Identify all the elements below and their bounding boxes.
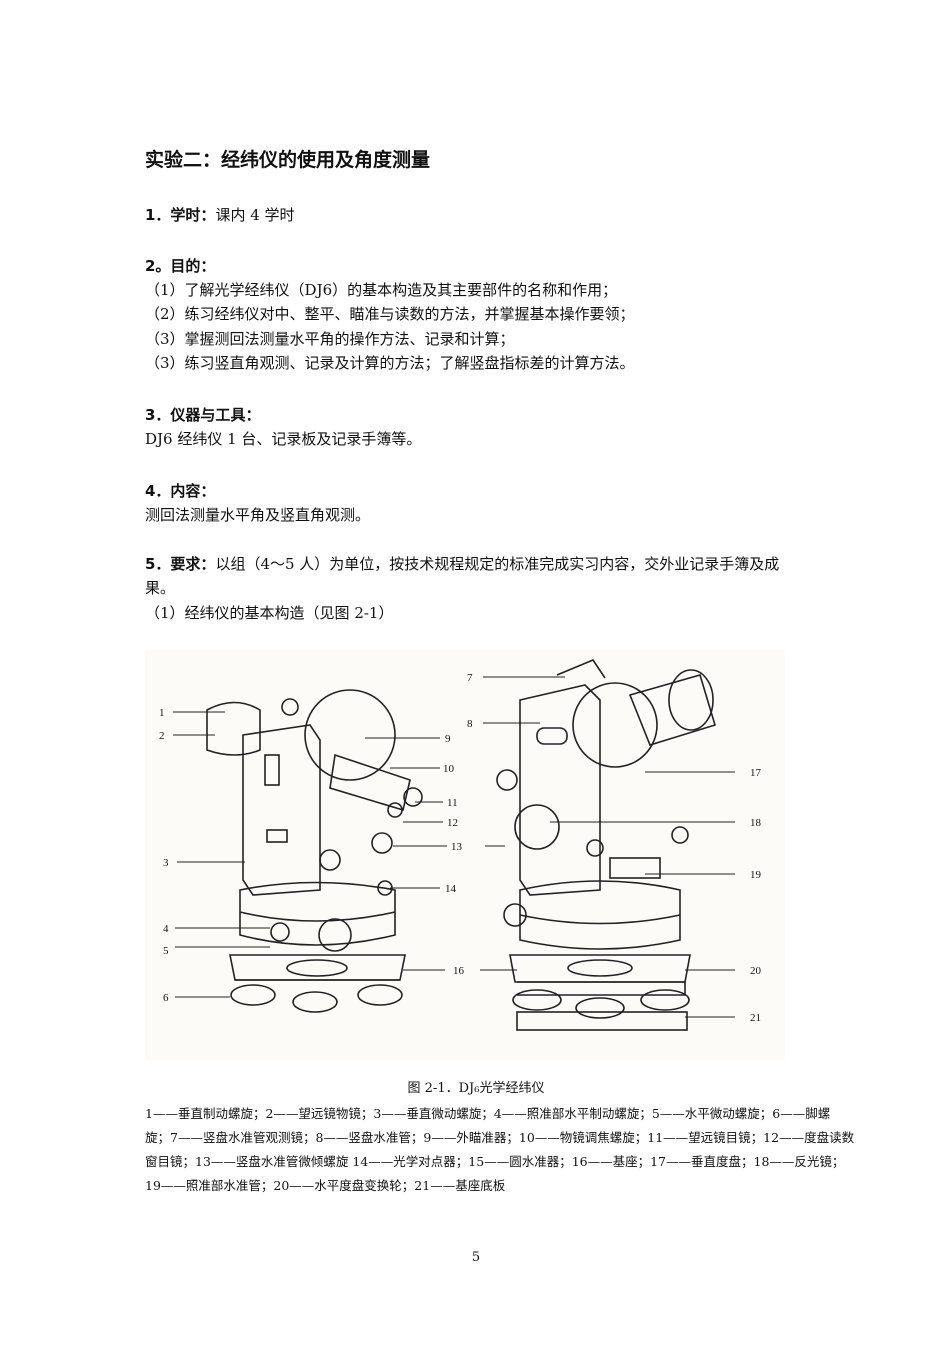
section-5-body-2: 果。 [145,579,176,597]
section-4-head: 4．内容： [145,482,216,500]
section-5: 5．要求：以组（4～5 人）为单位，按技术规程规定的标准完成实习内容，交外业记录… [145,552,779,576]
figure-caption: 图 2-1．DJ₆光学经纬仪 [407,1081,545,1096]
fig-label-2: 2 [159,730,165,742]
section-3-head: 3．仪器与工具： [145,406,261,424]
section-5-body-1: 以组（4～5 人）为单位，按技术规程规定的标准完成实习内容，交外业记录手簿及成 [215,555,780,573]
fig-label-21: 21 [750,1012,761,1024]
section-1-head: 1．学时： [145,206,216,224]
section-5-body-3: （1）经纬仪的基本构造（见图 2-1） [145,604,394,622]
section-4-body: 测回法测量水平角及竖直角观测。 [145,506,371,524]
fig-label-12: 12 [447,817,458,829]
fig-label-14: 14 [445,883,457,895]
section-3-body: DJ6 经纬仪 1 台、记录板及记录手簿等。 [145,430,422,448]
fig-label-9: 9 [445,733,451,745]
figure-legend: 1——垂直制动螺旋；2——望远镜物镜；3——垂直微动螺旋；4——照准部水平制动螺… [145,1106,855,1193]
fig-label-17: 17 [750,767,762,779]
fig-label-18: 18 [750,817,762,829]
fig-label-4: 4 [163,923,169,935]
fig-label-1: 1 [159,707,165,719]
theodolite-figure: 1 2 3 4 5 6 9 10 11 12 13 14 16 7 8 17 1… [145,650,785,1060]
fig-label-19: 19 [750,869,762,881]
fig-label-5: 5 [163,945,169,957]
purpose-item-1: （1）了解光学经纬仪（DJ6）的基本构造及其主要部件的名称和作用； [145,281,618,299]
fig-label-3: 3 [163,857,169,869]
fig-label-13: 13 [451,841,463,853]
section-1: 1．学时：课内 4 学时 [145,203,295,227]
fig-label-11: 11 [447,797,458,809]
purpose-item-3: （3）掌握测回法测量水平角的操作方法、记录和计算； [145,330,515,348]
fig-label-10: 10 [443,763,455,775]
fig-label-6: 6 [163,992,169,1004]
purpose-item-2: （2）练习经纬仪对中、整平、瞄准与读数的方法，并掌握基本操作要领； [145,305,635,323]
page-title: 实验二：经纬仪的使用及角度测量 [145,149,431,171]
left-theodolite-illustration [206,689,423,1013]
page-number: 5 [471,1250,481,1265]
theodolite-drawing: 1 2 3 4 5 6 9 10 11 12 13 14 16 7 8 17 1… [145,650,785,1060]
fig-label-7: 7 [467,672,473,684]
section-5-head: 5．要求： [145,555,216,573]
purpose-item-4: （3）练习竖直角观测、记录及计算的方法；了解竖盘指标差的计算方法。 [145,354,635,372]
right-theodolite-illustration [496,659,716,1031]
section-2-head: 2。目的： [145,257,216,275]
fig-label-8: 8 [467,718,473,730]
fig-label-20: 20 [750,965,762,977]
fig-label-16: 16 [453,965,465,977]
section-1-body: 课内 4 学时 [215,206,295,224]
